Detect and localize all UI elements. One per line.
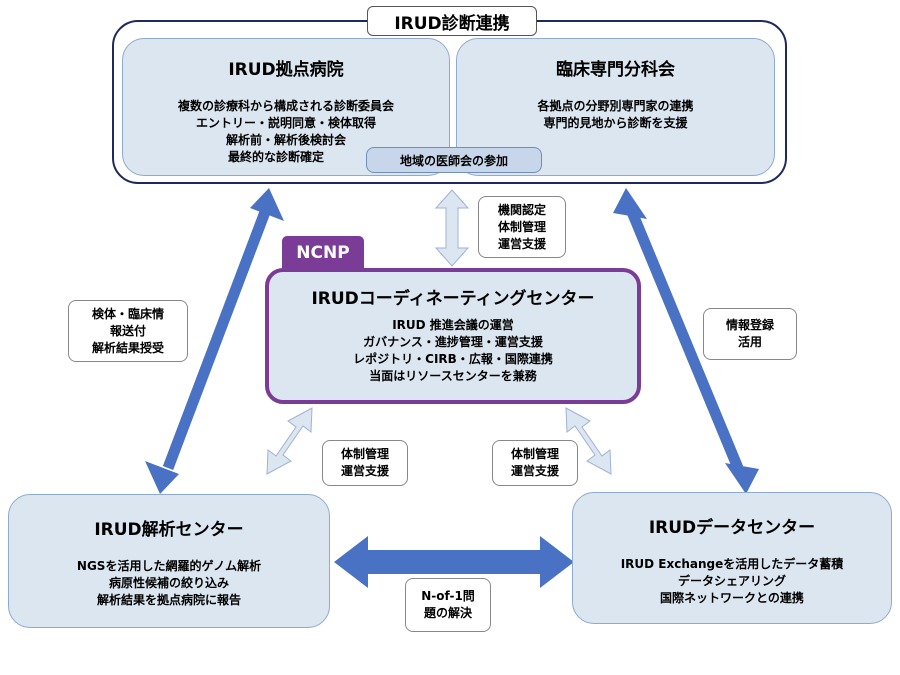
note-line: 検体・臨床情	[91, 306, 164, 321]
note-line: 体制管理	[510, 447, 559, 461]
data-center-line: データシェアリング	[677, 574, 786, 588]
note-n-of-1: N-of-1問 題の解決	[405, 578, 491, 632]
coord-line: ガバナンス・進捗管理・運営支援	[363, 335, 543, 349]
note-institution: 機関認定 体制管理 運営支援	[478, 196, 566, 258]
arrow-analysis-datacenter	[334, 536, 574, 588]
note-line: 題の解決	[423, 606, 472, 620]
note-line: 機関認定	[497, 202, 546, 217]
note-line: 運営支援	[510, 464, 559, 478]
arrow-hospital-coord	[434, 189, 470, 267]
hospital-line: 解析前・解析後検討会	[225, 133, 346, 147]
ncnp-tag: NCNP	[282, 236, 364, 270]
arrow-coord-analysis	[266, 407, 313, 475]
data-center-line: IRUD Exchangeを活用したデータ蓄積	[620, 557, 844, 571]
analysis-line: 解析結果を拠点病院に報告	[96, 593, 241, 607]
hospital-line: 最終的な診断確定	[227, 150, 324, 164]
note-line: 活用	[737, 335, 762, 349]
specialty-lines: 各拠点の分野別専門家の連携 専門的見地から診断を支援	[457, 98, 774, 132]
data-center-box: IRUDデータセンター IRUD Exchangeを活用したデータ蓄積 データシ…	[572, 492, 892, 624]
coordinating-center-box: IRUDコーディネーティングセンター IRUD 推進会議の運営 ガバナンス・進捗…	[265, 268, 641, 404]
analysis-lines: NGSを活用した網羅的ゲノム解析 病原性候補の絞り込み 解析結果を拠点病院に報告	[9, 558, 329, 609]
note-registration: 情報登録 活用	[703, 308, 797, 360]
hospital-line: 複数の診療科から構成される診断委員会	[177, 99, 394, 113]
coord-line: IRUD 推進会議の運営	[392, 318, 514, 332]
note-specimen: 検体・臨床情 報送付 解析結果授受	[68, 300, 188, 362]
note-line: N-of-1問	[421, 589, 475, 603]
note-line: 運営支援	[497, 236, 546, 251]
note-support-right: 体制管理 運営支援	[492, 440, 578, 486]
coord-title: IRUDコーディネーティングセンター	[311, 289, 595, 309]
collab-title: IRUD診断連携	[367, 6, 537, 36]
specialty-line: 各拠点の分野別専門家の連携	[537, 99, 694, 113]
arrow-hospital-analysis	[145, 188, 284, 494]
data-center-lines: IRUD Exchangeを活用したデータ蓄積 データシェアリング 国際ネットワ…	[573, 556, 891, 607]
data-center-title: IRUDデータセンター	[648, 518, 816, 538]
note-line: 解析結果授受	[91, 340, 164, 355]
analysis-line: NGSを活用した網羅的ゲノム解析	[76, 559, 262, 573]
coord-line: レポジトリ・CIRB・広報・国際連携	[353, 352, 553, 366]
coord-lines: IRUD 推進会議の運営 ガバナンス・進捗管理・運営支援 レポジトリ・CIRB・…	[269, 317, 637, 385]
hospital-lines: 複数の診療科から構成される診断委員会 エントリー・説明同意・検体取得 解析前・解…	[123, 98, 449, 166]
note-line: 情報登録	[725, 318, 774, 332]
local-medical-badge: 地域の医師会の参加	[366, 147, 542, 173]
arrow-coord-datacenter	[565, 407, 612, 475]
note-support-left: 体制管理 運営支援	[322, 440, 408, 486]
analysis-center-box: IRUD解析センター NGSを活用した網羅的ゲノム解析 病原性候補の絞り込み 解…	[8, 494, 330, 628]
specialty-line: 専門的見地から診断を支援	[543, 116, 688, 130]
data-center-line: 国際ネットワークとの連携	[660, 591, 804, 605]
note-line: 運営支援	[340, 464, 389, 478]
note-line: 報送付	[109, 323, 146, 338]
analysis-line: 病原性候補の絞り込み	[108, 576, 229, 590]
analysis-title: IRUD解析センター	[94, 520, 244, 540]
specialty-title: 臨床専門分科会	[556, 60, 675, 80]
note-line: 体制管理	[340, 447, 389, 461]
coord-line: 当面はリソースセンターを兼務	[369, 369, 537, 383]
note-line: 体制管理	[497, 219, 546, 234]
arrow-hospital-datacenter	[613, 188, 759, 494]
hospital-title: IRUD拠点病院	[228, 60, 344, 80]
hospital-line: エントリー・説明同意・検体取得	[195, 116, 376, 130]
